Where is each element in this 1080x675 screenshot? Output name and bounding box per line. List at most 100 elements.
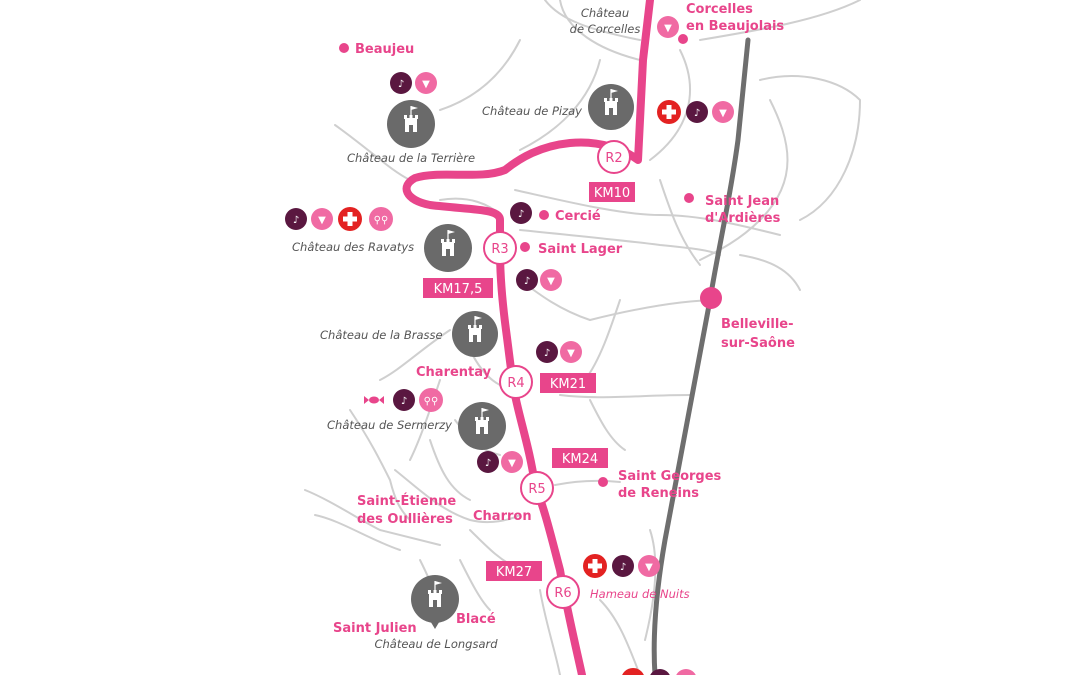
svg-text:▼: ▼ [508,458,516,469]
town-label-charentay: Charentay [416,365,492,380]
town-label-corcelles-2: en Beaujolais [686,19,784,34]
km-marker-10: KM10 [589,182,635,202]
svg-text:R4: R4 [507,376,524,391]
refreshment-point-r2: R2 [597,140,631,174]
castle-tower-icon [411,575,459,629]
castle-tower-icon [424,224,472,272]
town-label-saint-etienne: Saint-Étienne [357,493,456,509]
svg-text:♪: ♪ [694,108,700,119]
castle-tower-icon [588,84,634,130]
music-note-icon: ♪ [536,341,558,363]
svg-text:R6: R6 [554,586,571,601]
town-label-saint-jean-2: d'Ardières [705,211,781,226]
first-aid-cross-icon [583,554,607,578]
svg-text:KM24: KM24 [562,452,598,467]
railway-line [651,37,751,675]
svg-text:R5: R5 [528,482,545,497]
svg-text:♪: ♪ [620,562,626,573]
chateau-label-terriere: Château de la Terrière [347,151,475,165]
refreshment-point-r3: R3 [483,231,517,265]
svg-text:♪: ♪ [485,458,491,469]
music-note-icon: ♪ [686,101,708,123]
road-network [304,0,861,675]
grapes-icon: ▼ [657,16,679,38]
first-aid-cross-icon [657,100,681,124]
town-label-blace: Blacé [456,612,496,627]
grapes-icon: ▼ [540,269,562,291]
km-marker-27: KM27 [486,561,542,581]
svg-text:▼: ▼ [645,562,653,573]
town-label-belleville-2: sur-Saône [721,336,795,351]
svg-text:♪: ♪ [524,276,530,287]
castle-tower-icon [387,100,435,148]
svg-text:♪: ♪ [544,348,550,359]
grapes-icon: ▼ [311,208,333,230]
first-aid-cross-icon [622,668,644,675]
svg-text:⚲⚲: ⚲⚲ [424,396,439,407]
km-marker-17-5: KM17,5 [423,278,493,298]
grapes-icon: ▼ [415,72,437,94]
svg-text:♪: ♪ [518,209,524,220]
chateau-label-corcelles: Château [581,6,629,20]
chateau-label-corcelles-2: de Corcelles [570,22,641,36]
castle-tower-icon [452,311,498,357]
town-label-saint-etienne-2: des Oullières [357,512,453,527]
town-label-saint-georges: Saint Georges [618,469,722,484]
svg-text:▼: ▼ [719,108,727,119]
svg-text:♪: ♪ [401,396,407,407]
town-dots [339,34,722,487]
chateau-label-pizay: Château de Pizay [482,104,582,118]
svg-text:▼: ▼ [318,215,326,226]
svg-text:KM10: KM10 [594,186,630,201]
music-note-icon: ♪ [393,389,415,411]
town-label-saint-georges-2: de Reneins [618,486,699,501]
svg-text:♪: ♪ [398,79,404,90]
refreshment-point-r5: R5 [520,471,554,505]
music-note-icon: ♪ [390,72,412,94]
svg-text:KM21: KM21 [550,377,586,392]
grapes-icon: ▼ [560,341,582,363]
town-label-belleville: Belleville- [721,317,794,332]
refreshment-point-r6: R6 [546,575,580,609]
svg-text:▼: ▼ [547,276,555,287]
svg-text:R2: R2 [605,151,622,166]
castle-tower-icon [458,402,506,450]
town-label-saint-lager: Saint Lager [538,242,623,257]
town-label-charron: Charron [473,509,532,524]
chateau-label-longsard: Château de Longsard [374,637,498,651]
km-marker-21: KM21 [540,373,596,393]
candy-icon [364,396,384,404]
town-label-beaujeu: Beaujeu [355,42,414,57]
svg-text:KM17,5: KM17,5 [434,282,483,297]
town-label-cercie: Cercié [555,209,601,224]
svg-text:▼: ▼ [422,79,430,90]
svg-text:▼: ▼ [664,23,672,34]
music-note-icon [650,669,670,675]
km-marker-24: KM24 [552,448,608,468]
grapes-icon: ▼ [501,451,523,473]
music-note-icon: ♪ [510,202,532,224]
svg-text:▼: ▼ [567,348,575,359]
refreshment-point-r4: R4 [499,365,533,399]
toilets-icon: ⚲⚲ [369,207,393,231]
music-note-icon: ♪ [612,555,634,577]
town-label-corcelles: Corcelles [686,2,753,17]
svg-text:♪: ♪ [293,215,299,226]
town-label-saint-jean: Saint Jean [705,194,779,209]
grapes-icon: ▼ [638,555,660,577]
music-note-icon: ♪ [477,451,499,473]
chateau-label-ravatys: Château des Ravatys [292,240,414,254]
service-icons: ♪ ▼ ▼ ♪ ▼ ♪ ▼ ⚲⚲ ♪ ♪ ▼ ♪ ▼ ♪ ⚲⚲ ♪ ▼ ♪ ▼ [285,16,734,675]
hamlet-label-hameau-de-nuits: Hameau de Nuits [590,587,690,601]
svg-text:KM27: KM27 [496,565,532,580]
chateau-label-sermerzy: Château de Sermerzy [327,418,452,432]
music-note-icon: ♪ [516,269,538,291]
svg-text:R3: R3 [491,242,508,257]
first-aid-cross-icon [338,207,362,231]
grapes-icon [676,669,696,675]
grapes-icon: ▼ [712,101,734,123]
chateau-label-brasse: Château de la Brasse [320,328,443,342]
toilets-icon: ⚲⚲ [419,388,443,412]
music-note-icon: ♪ [285,208,307,230]
